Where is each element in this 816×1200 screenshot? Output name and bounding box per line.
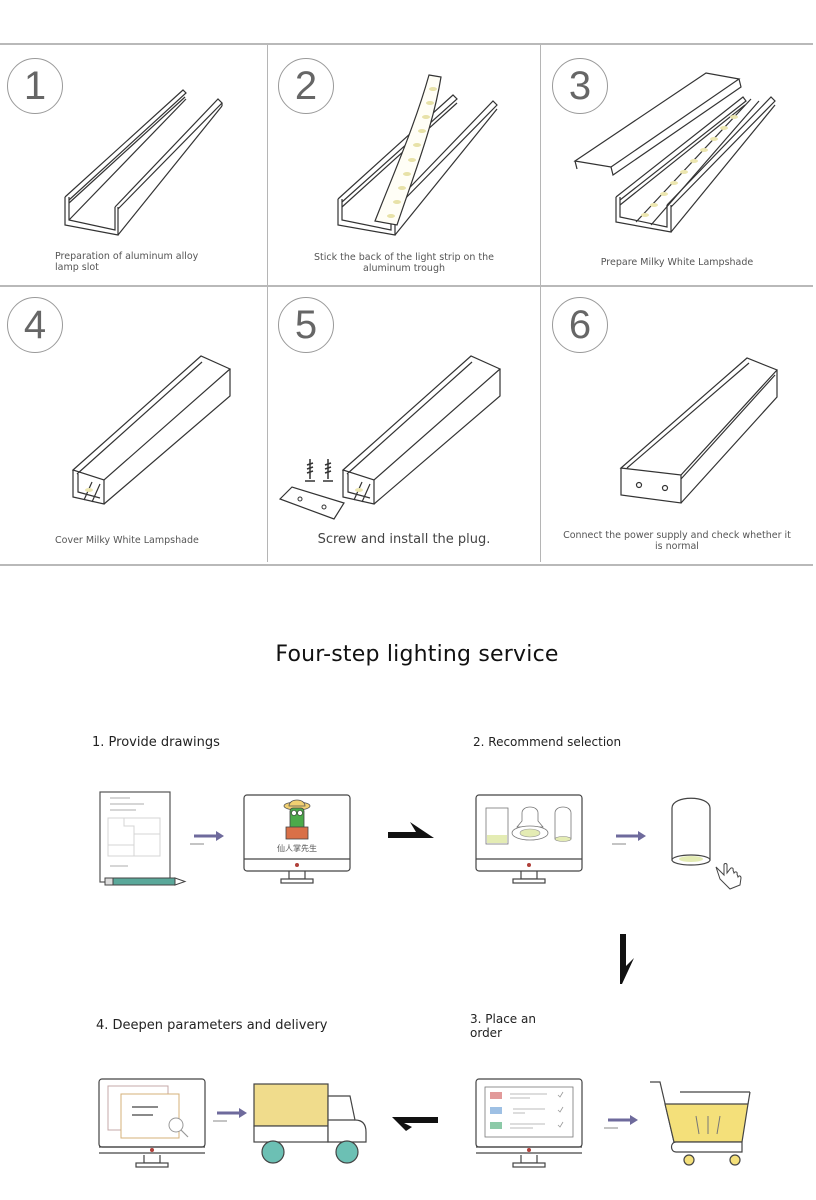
shopping-cart-icon <box>650 1081 751 1166</box>
step-number-badge: 2 <box>278 58 334 114</box>
covered-channel-illustration <box>71 355 232 505</box>
step-caption: Preparation of aluminum alloy lamp slot <box>55 251 199 273</box>
step-caption: Connect the power supply and check wheth… <box>563 530 791 552</box>
arrow-right-icon <box>213 1108 247 1122</box>
service-title: Four-step lighting service <box>275 642 559 667</box>
lampshade-and-channel-illustration <box>573 72 776 233</box>
step-caption: Stick the back of the light strip on the… <box>314 252 494 274</box>
install-step-2: 2 Stick the back of the light strip on t… <box>268 45 540 285</box>
finished-lamp-illustration <box>619 357 779 504</box>
flow-arrow-left-icon <box>392 1117 438 1131</box>
arrow-right-icon <box>604 1115 638 1129</box>
monitor-lamp-catalog-icon <box>475 794 583 884</box>
service-step-2-label: 2. Recommend selection <box>473 735 622 749</box>
covered-channel-illustration <box>341 355 502 505</box>
service-step-3-label: 3. Place an order <box>470 1012 536 1040</box>
grid-divider <box>540 45 541 562</box>
screws-icon <box>305 459 333 482</box>
install-step-3: 3 Prepare M <box>541 45 813 285</box>
arrow-right-icon <box>612 831 646 845</box>
monitor-order-list-icon <box>475 1078 583 1168</box>
flow-arrow-down-icon <box>620 934 634 984</box>
installation-steps-grid <box>0 43 813 566</box>
end-plug-icon <box>278 486 345 520</box>
step-number-badge: 3 <box>552 58 608 114</box>
install-step-4: 4 Cover Milky White Lampshade <box>0 287 267 561</box>
monitor-parameters-icon <box>98 1078 206 1168</box>
grid-divider <box>267 45 268 562</box>
service-step-1-label: 1. Provide drawings <box>92 735 220 750</box>
grid-divider <box>0 285 813 287</box>
flow-arrow-right-icon <box>388 822 434 838</box>
step-caption: Prepare Milky White Lampshade <box>600 257 754 268</box>
install-step-1: 1 Preparation of aluminum alloy lamp slo… <box>0 45 267 285</box>
install-step-6: 6 Connect the power supply and check whe… <box>541 287 813 561</box>
selected-downlight-icon <box>671 797 742 890</box>
install-step-5: 5 Screw and install the plug. <box>268 287 540 561</box>
service-step-4-label: 4. Deepen parameters and delivery <box>96 1018 328 1033</box>
light-strip-in-channel-illustration <box>337 74 498 236</box>
step-number-badge: 1 <box>7 58 63 114</box>
monitor-cactus-icon: 仙人掌先生 <box>243 794 351 884</box>
step-number-badge: 4 <box>7 297 63 353</box>
step-caption: Cover Milky White Lampshade <box>55 535 199 546</box>
aluminum-channel-illustration <box>64 89 223 236</box>
drawing-document-icon <box>99 791 187 886</box>
step-caption: Screw and install the plug. <box>317 532 491 547</box>
delivery-truck-icon <box>253 1083 367 1164</box>
monitor-screen-text: 仙人掌先生 <box>277 843 317 853</box>
step-number-badge: 6 <box>552 297 608 353</box>
arrow-right-icon <box>190 831 224 845</box>
step-number-badge: 5 <box>278 297 334 353</box>
